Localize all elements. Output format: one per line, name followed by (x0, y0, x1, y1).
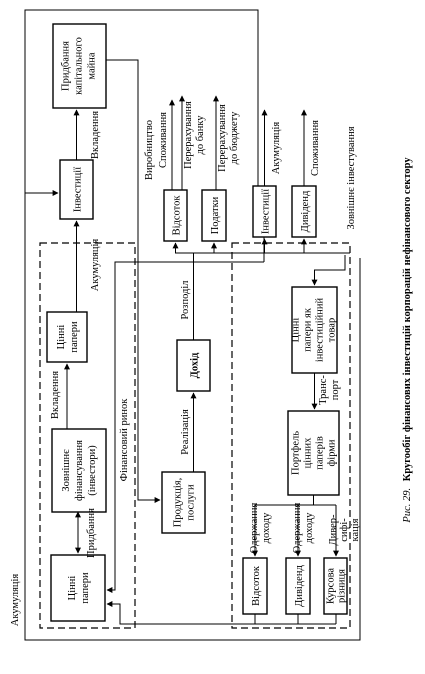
node-zovnishnie-finansuvannia: Зовнішнє фінансування (інвестори) (51, 428, 107, 513)
label-transport-1: Транс- (318, 375, 329, 405)
node-tsinni-papery-left-line-1: Цінні (67, 576, 78, 601)
node-prydbannia-line-3: майна (87, 52, 98, 79)
figure-caption: Рис. 29. Кругообіг фінансових інвестицій… (402, 157, 413, 524)
node-prydbannia-kapitalnoho-maina: Придбання капітального майна (52, 23, 107, 109)
node-produktsiia-line-1: Продукція, (173, 478, 184, 527)
node-podatky-label: Податки (210, 196, 221, 234)
node-dyvidend-bottom: Дивіденд (285, 557, 311, 615)
securities-market-frame (231, 242, 351, 629)
label-spozhyvannia-1: Споживання (158, 112, 169, 168)
label-realizatsiia: Реалізація (180, 409, 191, 455)
node-investytsii-mid-label: Інвестиції (261, 189, 272, 234)
label-oderzhannia-1-b: доходу (261, 512, 272, 543)
node-prydbannia-line-1: Придбання (61, 41, 72, 91)
node-investytsii-top: Інвестиції (59, 159, 94, 220)
node-vidsotok-top-label: Відсоток (172, 195, 183, 236)
node-podatky: Податки (201, 189, 227, 242)
label-oderzhannia-2-b: доходу (304, 512, 315, 543)
node-vidsotok-bottom: Відсоток (242, 557, 268, 615)
node-tsinni-papery-top: Цінні папери (46, 311, 88, 363)
node-tovar-line-2: папери як (303, 307, 314, 352)
node-tovar-line-3: інвестиційний (315, 298, 326, 363)
node-prydbannia-line-2: капітального (74, 37, 85, 95)
label-dyversyfikatsiia-3: кація (350, 518, 361, 541)
node-portfel: Портфель цінних паперів фірми (287, 410, 340, 496)
node-dokhid-label: Дохід (190, 352, 201, 378)
node-tovar-line-4: товар (327, 318, 338, 342)
node-zovnishnie-line-2: фінансування (74, 440, 85, 501)
node-tsinni-papery-top-line-1: Цінні (56, 325, 67, 350)
edge-outer-loop-top (24, 9, 259, 193)
label-prydbannia: Придбання (86, 508, 97, 558)
node-portfel-line-1: Портфель (291, 431, 302, 475)
node-produktsiia-line-2: послуги (186, 484, 197, 521)
node-tovar-line-1: Цінні (291, 318, 302, 343)
node-tsinni-papery-yak-tovar: Цінні папери як інвестиційний товар (291, 286, 338, 374)
edge-vyrobnytstvo (106, 59, 161, 503)
financial-market-frame (39, 242, 136, 629)
node-portfel-line-4: фірми (327, 439, 338, 466)
node-dyvidend-top-label: Дивіденд (300, 190, 311, 232)
node-portfel-line-3: паперів (315, 436, 326, 470)
label-akumuliatsiia-mid: Акумуляція (271, 122, 282, 175)
label-vyrobnytstvo: Виробництво (144, 120, 155, 180)
node-produktsiia-posluhy: Продукція, послуги (161, 471, 206, 534)
label-perarakhuvannia-bank-1: Перерахування (183, 101, 194, 169)
label-zovnishni-investuvannia: Зовнішнє інвестування (346, 126, 357, 229)
node-investytsii-mid: Інвестиції (252, 185, 277, 238)
label-oderzhannia-2-a: Одержання (292, 502, 303, 553)
label-perarakhuvannia-bank-2: до банку (195, 115, 206, 155)
svg-text:Рис. 29. Кругообіг фін: Рис. 29. Кругообіг фінансових інвестицій… (402, 157, 413, 524)
edge-zovnishni-investuvannia (311, 255, 346, 286)
caption-prefix: Рис. 29. (402, 488, 413, 524)
label-rozpodil: Розподіл (180, 280, 191, 319)
node-portfel-line-2: цінних (303, 437, 314, 468)
node-tsinni-papery-top-line-2: папери (69, 321, 80, 353)
label-finansovyi-rynok: Фінансовий ринок (119, 398, 130, 482)
label-akumuliatsiia-top: Акумуляція (90, 239, 101, 292)
label-akumuliatsiia-outer: Акумуляція (10, 574, 21, 627)
label-dyversyfikatsiia-1: Дивер- (328, 514, 339, 546)
node-dokhid: Дохід (176, 339, 211, 392)
edge-outer-loop-left (24, 193, 361, 641)
node-kursova-line-1: Курсова (326, 568, 337, 604)
node-tsinni-papery-left-line-2: папери (80, 572, 91, 604)
node-tsinni-papery-left: Цінні папери (50, 554, 106, 622)
edge-collector-bus (106, 601, 336, 625)
edge-investytsii-feed (106, 261, 264, 593)
node-kursova-line-2: різниця (337, 569, 348, 603)
label-vkladennia-mid: Вкладення (50, 371, 61, 419)
label-vkladennia-top: Вкладення (90, 111, 101, 159)
node-zovnishnie-line-3: (інвестори) (87, 445, 98, 496)
label-oderzhannia-1-a: Одержання (249, 502, 260, 553)
node-investytsii-top-label: Інвестиції (73, 167, 84, 212)
node-vidsotok-bottom-label: Відсоток (251, 565, 262, 606)
caption-text: Кругообіг фінансових інвестицій корпорац… (402, 157, 413, 482)
label-transport-2: порт (330, 379, 341, 400)
node-dyvidend-top: Дивіденд (291, 185, 317, 238)
label-perarakhuvannia-biudzhet-1: Перерахування (217, 104, 228, 172)
label-spozhyvannia-2: Споживання (310, 120, 321, 176)
node-vidsotok-top: Відсоток (163, 189, 188, 242)
node-zovnishnie-line-1: Зовнішнє (61, 449, 72, 492)
node-dyvidend-bottom-label: Дивіденд (294, 565, 305, 607)
label-perarakhuvannia-biudzhet-2: до бюджету (229, 111, 240, 164)
label-dyversyfikatsiia-2: сифі- (339, 518, 350, 542)
node-kursova-riznytsia: Курсова різниця (323, 557, 348, 615)
